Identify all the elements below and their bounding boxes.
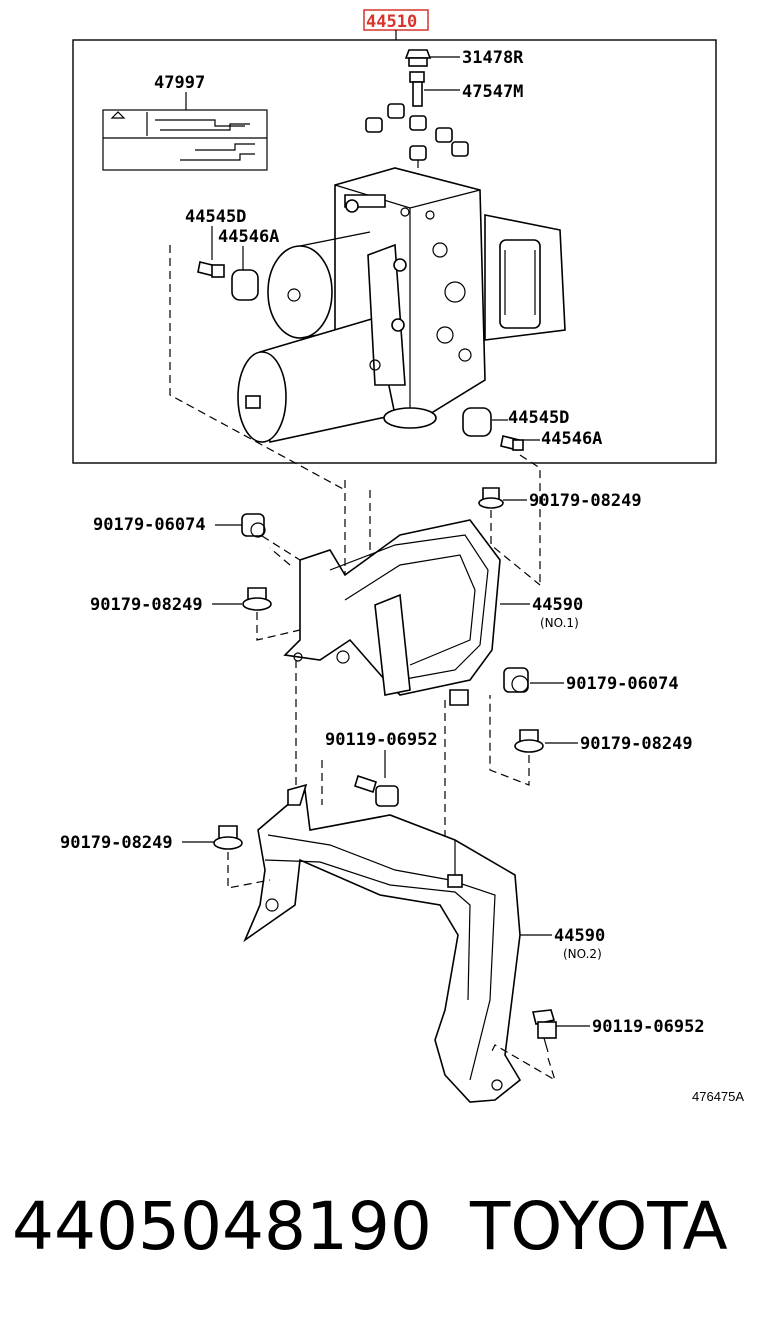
- callout-90179-06074-b: 90179-06074: [566, 674, 679, 694]
- nut-90179-06074-b[interactable]: [503, 667, 529, 693]
- bolt-90179-08249-b[interactable]: [242, 587, 272, 611]
- callout-44590-no1: 44590: [532, 595, 583, 615]
- diagram-reference: 476475A: [692, 1089, 744, 1104]
- callout-44590-no2: 44590: [554, 926, 605, 946]
- callout-90179-08249-a: 90179-08249: [529, 491, 642, 511]
- assembly-code[interactable]: 44510: [366, 12, 417, 32]
- nut-90179-06074-a[interactable]: [241, 513, 266, 538]
- bolt-90179-08249-d[interactable]: [213, 825, 243, 850]
- bolt-90119-06952-a[interactable]: [354, 774, 399, 807]
- grommet-44546a-lower[interactable]: [462, 407, 492, 437]
- callout-90179-08249-b: 90179-08249: [90, 595, 203, 615]
- callout-90119-06952-a: 90119-06952: [325, 730, 438, 750]
- bolt-90119-06952-b[interactable]: [532, 1009, 557, 1053]
- grommet-44546a-upper[interactable]: [231, 269, 259, 301]
- label-plate[interactable]: [102, 109, 268, 171]
- bolt-90179-08249-a[interactable]: [478, 487, 504, 509]
- bolt-44545d-upper[interactable]: [197, 261, 225, 278]
- callout-44545d-upper: 44545D: [185, 207, 246, 227]
- cap-31478r[interactable]: [404, 49, 432, 67]
- bracket-44590-no2[interactable]: [243, 783, 522, 1103]
- footer-caption: 4405048190 TOYOTA: [12, 1188, 752, 1278]
- callout-44545d-lower: 44545D: [508, 408, 569, 428]
- assembly-frame: [72, 39, 717, 464]
- bracket-44590-no1[interactable]: [283, 519, 501, 706]
- callout-44546a-upper: 44546A: [218, 227, 279, 247]
- callout-90179-08249-d: 90179-08249: [60, 833, 173, 853]
- valve-47547m[interactable]: [409, 71, 425, 107]
- bolt-44545d-lower[interactable]: [500, 435, 524, 451]
- abs-actuator[interactable]: [237, 167, 566, 443]
- brand-name: TOYOTA: [470, 1188, 728, 1265]
- bolt-90179-08249-c[interactable]: [514, 729, 544, 753]
- callout-90179-06074-a: 90179-06074: [93, 515, 206, 535]
- callout-44546a-lower: 44546A: [541, 429, 602, 449]
- callout-44590-no1-note: (NO.1): [540, 616, 579, 630]
- callout-31478r: 31478R: [462, 48, 524, 68]
- part-number: 4405048190: [12, 1188, 432, 1265]
- callout-47997: 47997: [154, 73, 205, 93]
- callout-47547m: 47547M: [462, 82, 523, 102]
- callout-90179-08249-c: 90179-08249: [580, 734, 693, 754]
- callout-90119-06952-b: 90119-06952: [592, 1017, 705, 1037]
- callout-44590-no2-note: (NO.2): [563, 947, 602, 961]
- small-caps: [365, 103, 469, 161]
